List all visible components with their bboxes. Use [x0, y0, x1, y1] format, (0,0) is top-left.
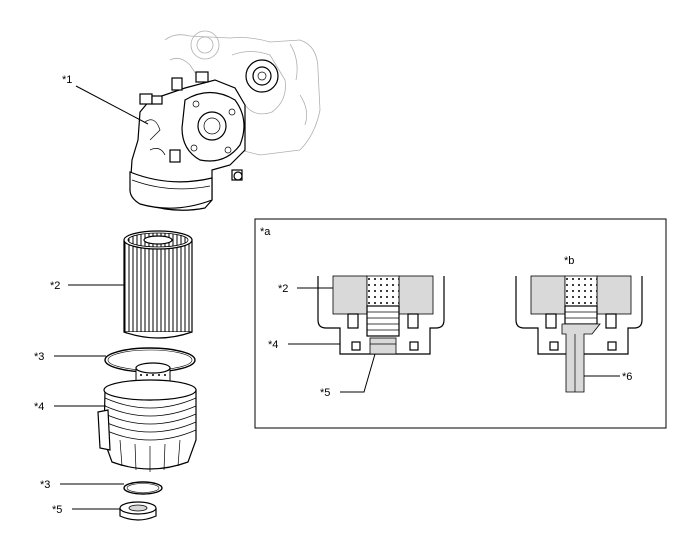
drain-plug — [119, 501, 157, 521]
detail-inset-frame — [254, 218, 667, 429]
oil-filter-cap — [97, 362, 197, 472]
label-part-5: *5 — [52, 504, 62, 516]
label-part-2: *2 — [50, 280, 60, 292]
label-part-4: *4 — [34, 401, 44, 413]
label-inset-part-5: *5 — [320, 387, 330, 399]
label-part-1: *1 — [62, 74, 72, 86]
label-part-3-lower: *3 — [40, 479, 50, 491]
label-inset-a: *a — [260, 226, 271, 238]
callout-labels: *1 *2 *3 *4 *3 *5 *a *2 *4 *5 *b *6 — [34, 74, 632, 516]
label-part-3-upper: *3 — [34, 351, 44, 363]
o-ring-small — [123, 481, 163, 495]
oil-filter-bracket — [129, 71, 246, 211]
oil-filter-element — [123, 230, 193, 339]
engine-block-illustration — [164, 30, 321, 156]
label-inset-part-2: *2 — [278, 283, 288, 295]
label-inset-part-6: *6 — [622, 371, 632, 383]
cross-section-plug-installed — [317, 275, 445, 355]
label-inset-part-4: *4 — [268, 339, 278, 351]
label-inset-b: *b — [564, 255, 574, 267]
leader-lines — [54, 85, 149, 510]
inset-leader-lines — [288, 287, 620, 393]
cross-section-drain-pipe — [515, 275, 643, 393]
